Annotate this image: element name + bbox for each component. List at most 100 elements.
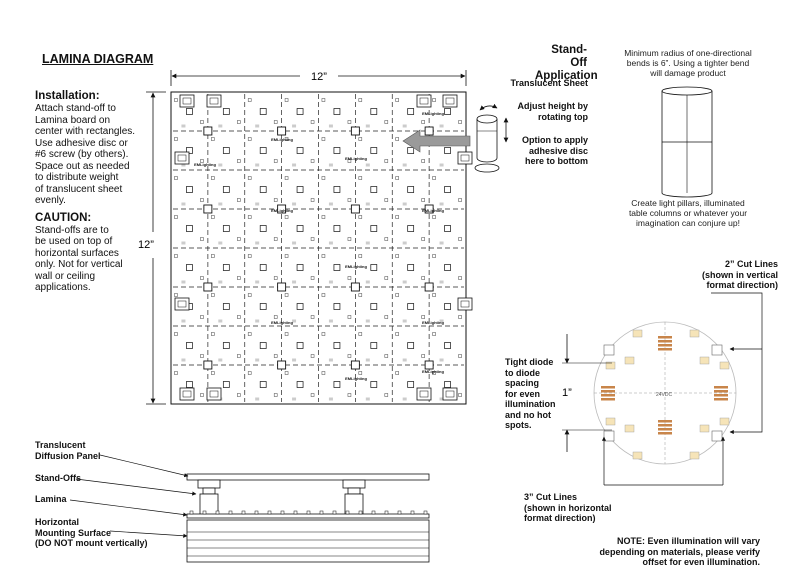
led-dot <box>458 354 462 358</box>
connector-tab-inner <box>445 97 455 105</box>
component <box>402 241 407 245</box>
led-dot <box>247 254 252 258</box>
led-square <box>370 225 378 232</box>
component <box>255 280 260 284</box>
led-dot <box>384 120 389 124</box>
led-square <box>222 264 230 271</box>
led-dot <box>273 159 278 163</box>
component <box>218 358 223 362</box>
led-dot <box>395 332 399 336</box>
side-led <box>267 510 272 515</box>
component <box>328 358 333 362</box>
led-dot <box>284 254 289 258</box>
caution-heading: CAUTION: <box>35 211 92 224</box>
led-dot <box>384 354 389 358</box>
led-dot <box>273 120 278 124</box>
led-dot <box>347 198 352 202</box>
led-dot <box>200 237 204 241</box>
component <box>292 319 297 323</box>
led-square <box>370 303 378 310</box>
led-dot <box>321 332 326 336</box>
side-led <box>293 510 298 515</box>
standoff-heading: Stand-Off Application <box>535 44 598 83</box>
led-diode <box>624 356 635 365</box>
pillar-note-line: table columns or whatever your <box>628 208 748 218</box>
tight-diode-line: to diode <box>505 367 540 378</box>
connector-tab-inner <box>177 300 187 308</box>
led-square <box>259 108 267 115</box>
led-dot <box>237 159 241 163</box>
round-mount-square <box>603 344 615 356</box>
side-led <box>423 510 428 515</box>
led-diode <box>699 356 710 365</box>
connector-tab-inner <box>419 390 429 398</box>
mount-square <box>350 126 360 136</box>
led-dot <box>358 293 363 297</box>
led-square <box>296 342 304 349</box>
led-dot <box>310 120 315 124</box>
led-square <box>259 381 267 388</box>
solder-pad <box>658 424 672 427</box>
led-square <box>407 225 415 232</box>
component <box>439 124 444 128</box>
side-led <box>332 510 337 515</box>
component <box>292 397 297 401</box>
pillar-note-line: bends is 6”. Using a tighter bend <box>626 58 750 68</box>
led-square <box>444 264 451 271</box>
translucent-panel-label: Translucent Diffusion Panel <box>35 440 101 461</box>
component <box>365 241 370 245</box>
led-dot <box>211 215 215 219</box>
led-dot <box>395 137 399 141</box>
led-dot <box>458 237 462 241</box>
led-dot <box>284 98 289 102</box>
led-dot <box>458 120 462 124</box>
installation-line: Lamina board on <box>35 114 111 126</box>
led-dot <box>421 120 425 124</box>
component <box>365 163 370 167</box>
mount-square <box>277 126 287 136</box>
led-square <box>333 381 341 388</box>
solder-pad <box>714 398 728 401</box>
led-square <box>370 186 378 193</box>
adjust-line: Adjust height by <box>517 101 589 111</box>
led-dot <box>284 293 289 297</box>
led-dot <box>237 276 241 280</box>
led-dot <box>458 198 462 202</box>
component <box>365 319 370 323</box>
solder-pad <box>658 336 672 339</box>
side-label-line: Mounting Surface <box>35 527 111 538</box>
component <box>402 358 407 362</box>
solder-pad <box>601 394 615 397</box>
brand-label: EMLighting <box>422 208 444 213</box>
component <box>365 397 370 401</box>
led-dot <box>273 354 278 358</box>
led-dot <box>432 98 436 102</box>
component <box>328 397 333 401</box>
note-line: offset for even illumination. <box>642 557 760 567</box>
installation-line: #6 screw (by others). <box>35 149 129 160</box>
side-led <box>371 510 376 515</box>
installation-heading: Installation: <box>35 90 100 102</box>
component <box>218 241 223 245</box>
led-dot <box>321 98 326 102</box>
component <box>181 241 186 245</box>
led-dot <box>284 215 289 219</box>
tight-diode-line: spots. <box>505 420 532 430</box>
round-mount-square <box>711 430 723 442</box>
led-dot <box>321 254 326 258</box>
component <box>181 202 186 206</box>
component <box>328 280 333 284</box>
led-square <box>444 381 451 388</box>
caution-line: only. Not for vertical <box>35 259 123 270</box>
led-dot <box>284 176 289 180</box>
option-line: here to bottom <box>525 156 588 166</box>
led-square <box>186 186 193 193</box>
adhesive-option-label: Option to apply adhesive disc here to bo… <box>508 135 588 167</box>
board-grid <box>173 94 464 402</box>
adjust-height-label: Adjust height by rotating top <box>508 101 589 122</box>
mount-square <box>277 282 287 292</box>
led-dot <box>421 198 425 202</box>
led-square <box>444 303 451 310</box>
led-square <box>259 186 267 193</box>
led-dot <box>273 198 278 202</box>
